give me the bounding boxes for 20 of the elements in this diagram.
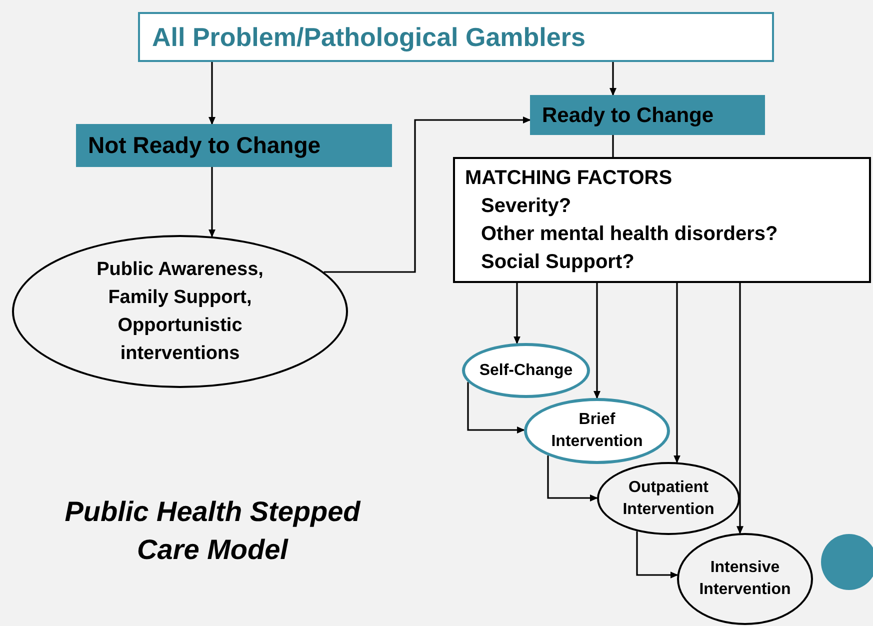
process-ellipse: Brief Intervention xyxy=(524,398,670,464)
caption: Public Health Stepped Care Model xyxy=(64,495,362,567)
title-box: All Problem/Pathological Gamblers xyxy=(138,12,774,62)
arrow xyxy=(594,283,600,399)
arrow xyxy=(547,455,598,502)
arrow xyxy=(208,167,216,238)
process-ellipse: Public Awareness, Family Support, Opportunistic interventions xyxy=(12,235,348,388)
process-ellipse: Self-Change xyxy=(462,343,590,398)
process-ellipse: Outpatient Intervention xyxy=(597,462,740,535)
arrow xyxy=(324,116,531,273)
status-banner: Ready to Change xyxy=(530,95,765,135)
arrow xyxy=(636,531,678,578)
arrow xyxy=(674,283,680,464)
status-banner: Not Ready to Change xyxy=(76,124,392,167)
process-ellipse: Intensive Intervention xyxy=(677,533,813,625)
arrow xyxy=(736,283,744,534)
arrow xyxy=(208,62,216,125)
arrow xyxy=(514,283,520,344)
factors-box: MATCHING FACTORS Severity? Other mental health disorders? Social Support? xyxy=(453,157,871,283)
arrow xyxy=(610,62,616,96)
